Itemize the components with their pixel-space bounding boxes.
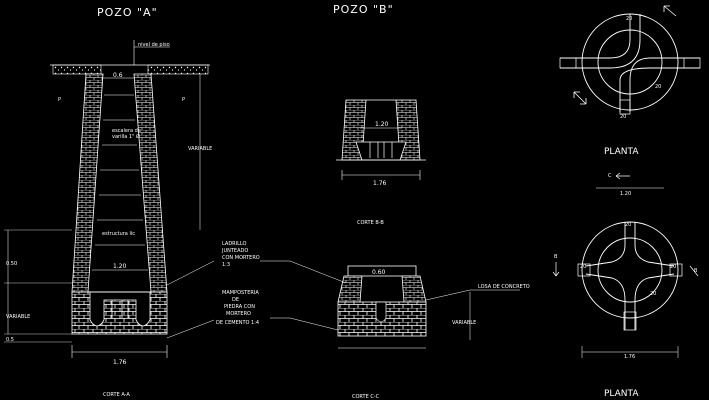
svg-text:0.6: 0.6 <box>113 72 123 79</box>
pozo-a-section: nivel de piso 0.6 escalera de varilla 1"… <box>4 40 212 398</box>
nivel-label: nivel de piso <box>138 42 170 48</box>
svg-text:0.50: 0.50 <box>6 261 17 267</box>
svg-text:PIEDRA CON: PIEDRA CON <box>224 304 255 310</box>
svg-text:MAMPOSTERIA: MAMPOSTERIA <box>222 290 259 296</box>
svg-text:VARIABLE: VARIABLE <box>452 320 476 326</box>
svg-text:LADRILLO: LADRILLO <box>222 241 247 247</box>
title-pozo-a: POZO "A" <box>97 6 158 19</box>
svg-text:C: C <box>608 173 612 179</box>
ground-left <box>52 64 102 75</box>
svg-text:20: 20 <box>625 222 631 228</box>
svg-text:1.20: 1.20 <box>620 191 631 197</box>
material-notes: LADRILLO JUNTEADO CON MORTERO 1:3 MAMPOS… <box>166 241 347 339</box>
svg-text:1.20: 1.20 <box>113 263 127 270</box>
svg-text:B: B <box>694 268 698 274</box>
svg-text:VARIABLE: VARIABLE <box>188 146 212 152</box>
svg-text:1.76: 1.76 <box>624 354 635 360</box>
svg-text:MORTERO: MORTERO <box>226 311 251 317</box>
svg-text:estructura lic: estructura lic <box>102 231 135 237</box>
svg-text:20: 20 <box>670 264 676 270</box>
svg-text:20: 20 <box>650 291 656 297</box>
svg-text:VARIABLE: VARIABLE <box>6 314 30 320</box>
svg-text:B: B <box>554 254 558 260</box>
svg-text:P: P <box>182 97 185 103</box>
caption-planta-2: PLANTA <box>604 389 639 399</box>
svg-text:JUNTEADO: JUNTEADO <box>221 248 248 254</box>
title-pozo-b: POZO "B" <box>333 3 394 16</box>
svg-text:1.20: 1.20 <box>375 121 389 128</box>
svg-text:DE CEMENTO 1:4: DE CEMENTO 1:4 <box>216 320 259 326</box>
svg-text:1:3: 1:3 <box>222 262 230 268</box>
svg-text:0.5: 0.5 <box>6 337 14 343</box>
caption-planta-1: PLANTA <box>604 147 639 157</box>
wall-left <box>71 73 104 293</box>
svg-text:escalera de: escalera de <box>112 128 141 134</box>
caption-corte-aa: CORTE A-A <box>103 392 130 398</box>
svg-text:1.76: 1.76 <box>373 180 387 187</box>
channel <box>89 291 151 327</box>
svg-text:20: 20 <box>620 114 626 120</box>
svg-text:P: P <box>58 97 61 103</box>
wall-right <box>133 73 168 293</box>
pozo-b-corte-cc: 0.60 CORTE C-C LOSA DE CONCRETO VARIABLE <box>337 265 530 400</box>
caption-corte-bb: CORTE B-B <box>357 220 384 226</box>
planta-2: C 1.20 20 20 20 20 B B 1.76 PLANTA <box>552 172 699 399</box>
svg-text:CON MORTERO: CON MORTERO <box>222 255 260 261</box>
planta-1: 20 20 20 PLANTA <box>559 5 701 157</box>
svg-text:1.76: 1.76 <box>113 359 127 366</box>
caption-corte-cc: CORTE C-C <box>352 394 380 400</box>
svg-text:20: 20 <box>626 16 632 22</box>
svg-text:DE: DE <box>232 297 239 303</box>
svg-text:20: 20 <box>655 84 661 90</box>
svg-text:LOSA DE CONCRETO: LOSA DE CONCRETO <box>478 284 530 290</box>
svg-text:varilla 1" Ø: varilla 1" Ø <box>112 133 140 140</box>
svg-text:20: 20 <box>580 264 586 270</box>
svg-text:0.60: 0.60 <box>372 269 386 276</box>
ground-right <box>147 64 209 75</box>
pozo-b-corte-bb: 1.20 1.76 CORTE B-B <box>336 99 426 226</box>
